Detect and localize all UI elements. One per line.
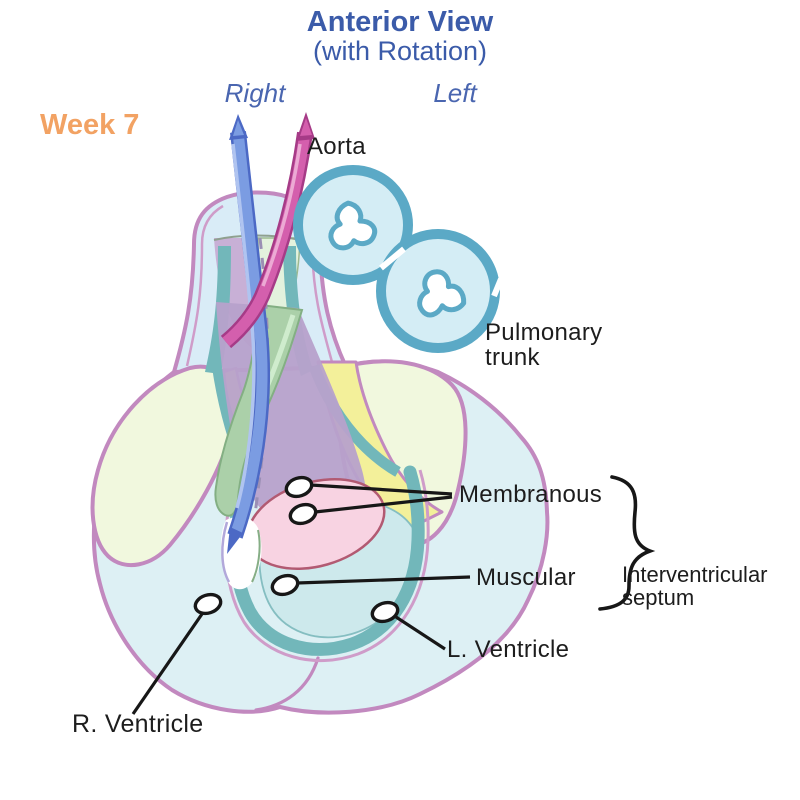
page-subtitle: (with Rotation) (312, 36, 488, 66)
leader-markers (193, 475, 400, 624)
apex-crease (254, 656, 320, 712)
magenta-channel-rod (220, 112, 315, 349)
membranous-label: Membranous (459, 481, 603, 508)
muscular-label: Muscular (476, 564, 576, 591)
membranous-marker-2 (288, 502, 318, 526)
aorta-label: Aorta (307, 133, 366, 160)
pulmonary-trunk-label: Pulmonary trunk (485, 319, 603, 372)
orientation-left-label: Left (433, 78, 477, 108)
aorta-valve-lumen (328, 200, 378, 251)
page-title: Anterior View (306, 6, 494, 38)
membranous-marker-1 (284, 475, 314, 499)
leader-lines (131, 483, 471, 715)
left-ventricle-marker (370, 600, 400, 624)
left-ventricle-label: L. Ventricle (447, 636, 570, 663)
week-stage-label: Week 7 (40, 109, 140, 141)
muscular-marker (270, 573, 300, 597)
septum-brace (598, 475, 656, 611)
right-ventricle-marker (193, 592, 223, 616)
pulmonary-trunk-label-line2: trunk (485, 344, 540, 372)
pulmonary-valve-lumen (417, 269, 467, 318)
orientation-right-label: Right (224, 78, 286, 108)
right-ventricle-label: R. Ventricle (72, 710, 204, 738)
pulmonary-trunk-label-line1: Pulmonary (485, 319, 603, 346)
great-vessel-sections (293, 165, 504, 353)
interventricular-septum-label-line1: Interventricular (622, 562, 768, 587)
interventricular-septum-label: Interventricular septum (622, 563, 768, 609)
interventricular-septum-label-line2: septum (622, 585, 695, 611)
